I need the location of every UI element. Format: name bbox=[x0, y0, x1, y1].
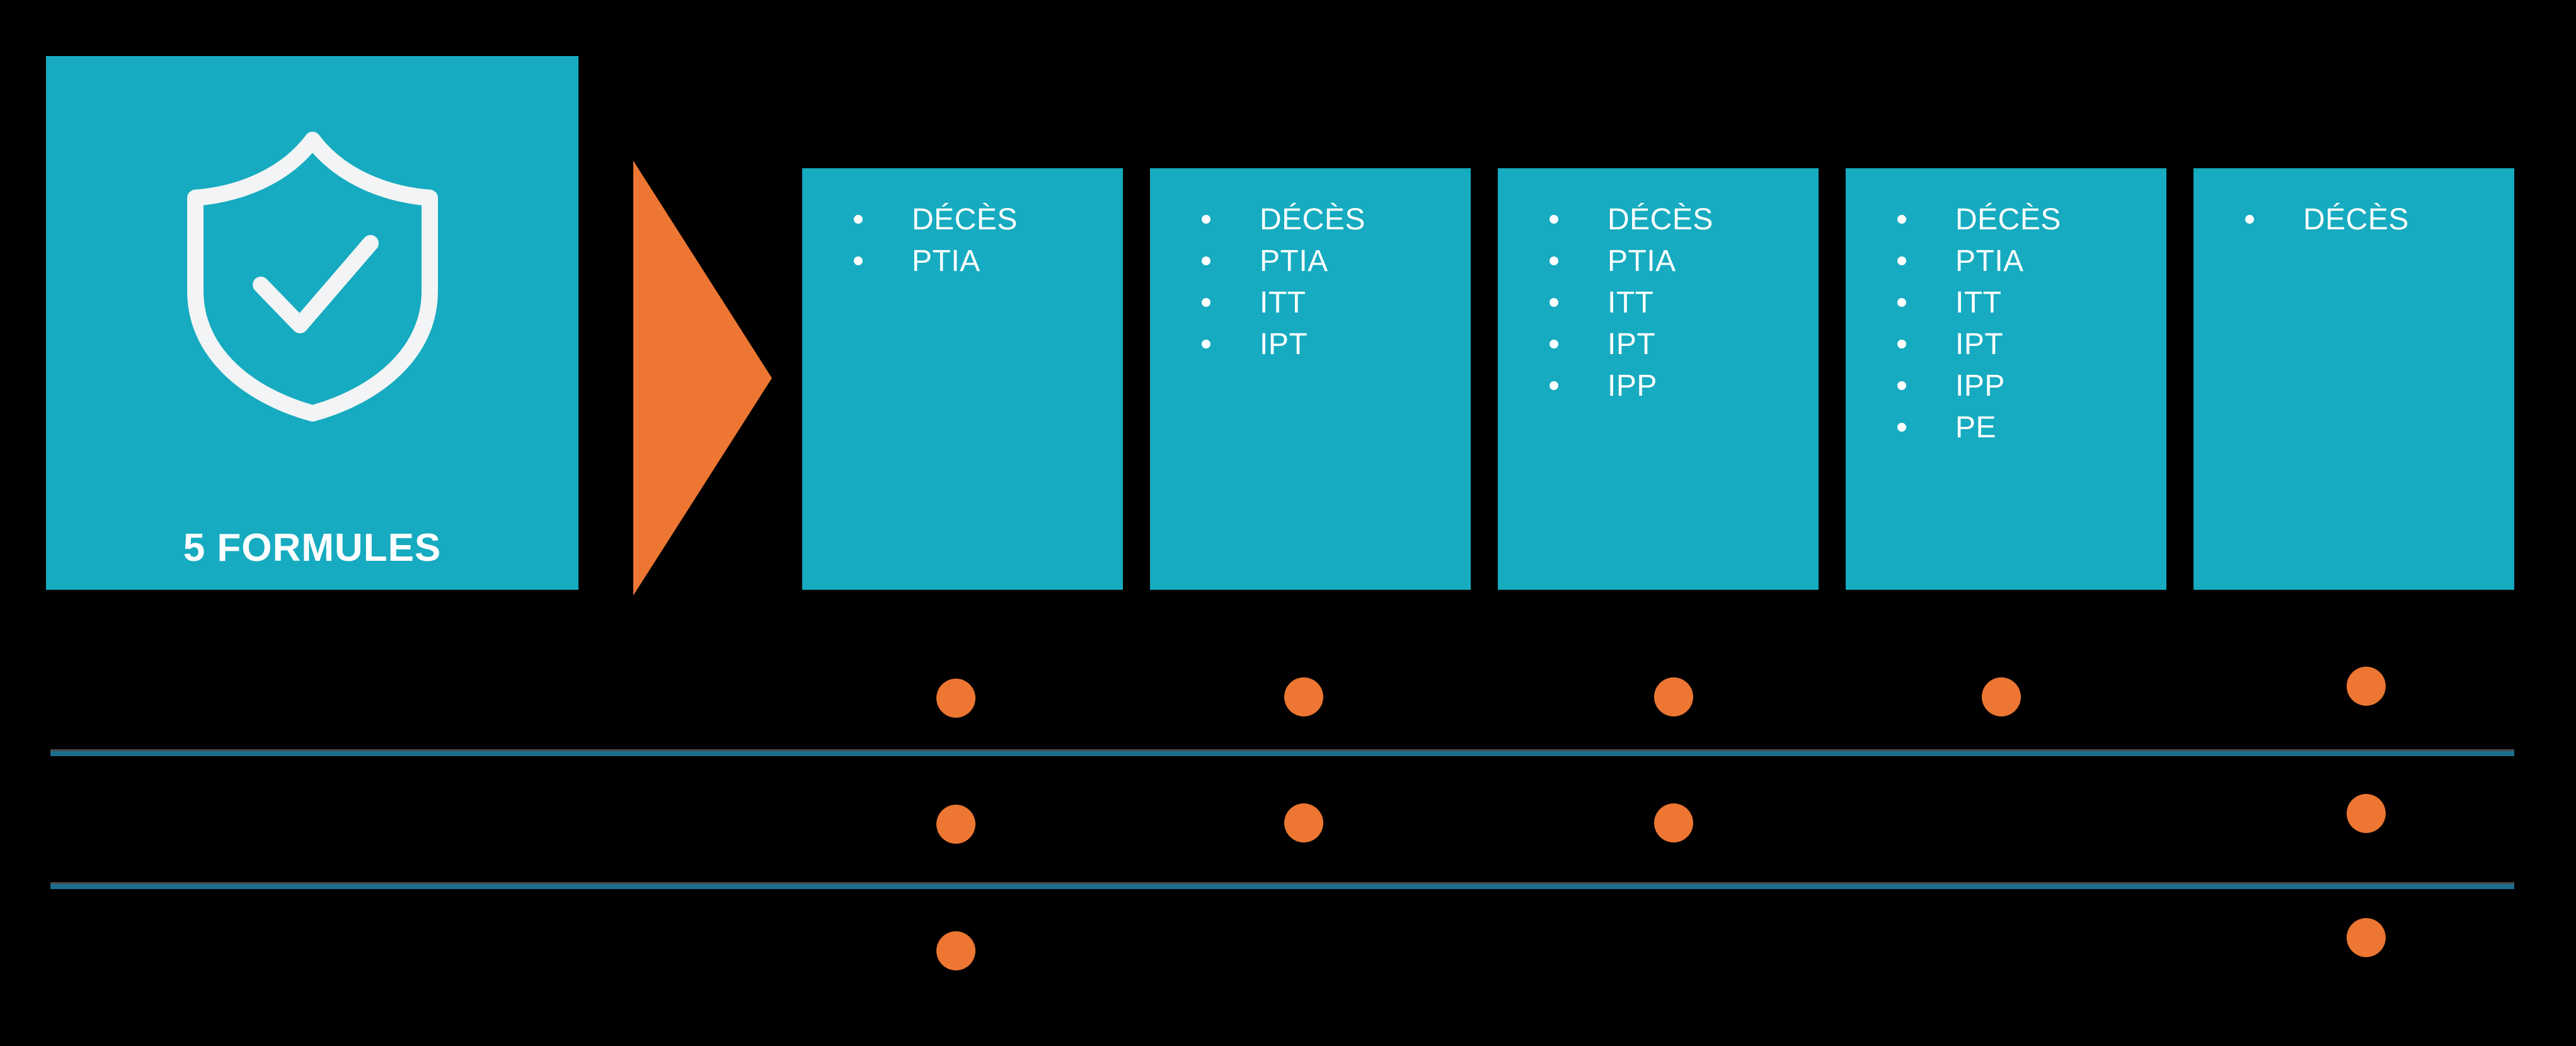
formula-item-label: ITT bbox=[1607, 286, 1654, 319]
list-item: IPT bbox=[1846, 330, 2166, 360]
formula-box-3[interactable]: DÉCÈS PTIA ITT IPT IPP bbox=[1498, 168, 1819, 590]
matrix-mark-r2c3 bbox=[1654, 803, 1693, 842]
formula-item-label: PTIA bbox=[1607, 244, 1676, 278]
bullet-icon bbox=[1897, 215, 1906, 224]
matrix-mark-r1c5 bbox=[2347, 667, 2386, 706]
list-item: PE bbox=[1846, 413, 2166, 443]
formula-item-label: DÉCÈS bbox=[1607, 203, 1713, 236]
bullet-icon bbox=[854, 256, 863, 265]
matrix-mark-r2c2 bbox=[1284, 803, 1323, 842]
matrix-mark-r1c1 bbox=[936, 679, 975, 718]
formula-item-label: IPT bbox=[1260, 328, 1308, 361]
formula-item-label: DÉCÈS bbox=[1955, 203, 2061, 236]
bullet-icon bbox=[1897, 340, 1906, 348]
formula-item-label: PTIA bbox=[1955, 244, 2024, 278]
bullet-icon bbox=[1550, 340, 1558, 348]
formula-box-2[interactable]: DÉCÈS PTIA ITT IPT bbox=[1150, 168, 1471, 590]
list-item: IPP bbox=[1498, 371, 1819, 401]
matrix-mark-r2c1 bbox=[936, 805, 975, 844]
list-item: PTIA bbox=[802, 246, 1123, 277]
bullet-icon bbox=[2245, 215, 2254, 224]
formula-item-label: PTIA bbox=[1260, 244, 1328, 278]
list-item: DÉCÈS bbox=[1498, 205, 1819, 235]
separator-rule-2 bbox=[50, 882, 2514, 889]
right-arrow-triangle-icon bbox=[633, 161, 772, 595]
matrix-mark-r1c4 bbox=[1982, 677, 2021, 716]
matrix-mark-r1c3 bbox=[1654, 677, 1693, 716]
bullet-icon bbox=[1202, 256, 1210, 265]
formula-list-3: DÉCÈS PTIA ITT IPT IPP bbox=[1498, 168, 1819, 401]
separator-rule-1 bbox=[50, 749, 2514, 756]
bullet-icon bbox=[1550, 298, 1558, 307]
list-item: DÉCÈS bbox=[2194, 205, 2514, 235]
list-item: DÉCÈS bbox=[1846, 205, 2166, 235]
list-item: PTIA bbox=[1846, 246, 2166, 277]
formula-list-5: DÉCÈS bbox=[2194, 168, 2514, 235]
formula-item-label: ITT bbox=[1260, 286, 1306, 319]
bullet-icon bbox=[1897, 256, 1906, 265]
formula-item-label: PTIA bbox=[912, 244, 980, 278]
list-item: IPT bbox=[1150, 330, 1471, 360]
hero-panel: 5 FORMULES bbox=[46, 56, 578, 590]
list-item: PTIA bbox=[1150, 246, 1471, 277]
formula-box-5[interactable]: DÉCÈS bbox=[2194, 168, 2514, 590]
bullet-icon bbox=[1550, 215, 1558, 224]
formula-item-label: DÉCÈS bbox=[1260, 203, 1366, 236]
formula-item-label: DÉCÈS bbox=[2303, 203, 2409, 236]
shield-check-icon bbox=[46, 106, 578, 447]
bullet-icon bbox=[1202, 298, 1210, 307]
bullet-icon bbox=[854, 215, 863, 224]
bullet-icon bbox=[1550, 256, 1558, 265]
list-item: ITT bbox=[1846, 288, 2166, 318]
formula-item-label: IPP bbox=[1955, 369, 2005, 403]
formula-item-label: ITT bbox=[1955, 286, 2002, 319]
bullet-icon bbox=[1202, 340, 1210, 348]
formula-list-4: DÉCÈS PTIA ITT IPT IPP PE bbox=[1846, 168, 2166, 443]
list-item: ITT bbox=[1150, 288, 1471, 318]
list-item: DÉCÈS bbox=[802, 205, 1123, 235]
formula-item-label: IPT bbox=[1955, 328, 2004, 361]
formula-box-1[interactable]: DÉCÈS PTIA bbox=[802, 168, 1123, 590]
hero-title: 5 FORMULES bbox=[183, 526, 442, 570]
matrix-mark-r2c5 bbox=[2347, 794, 2386, 833]
bullet-icon bbox=[1897, 381, 1906, 390]
formula-item-label: PE bbox=[1955, 411, 1997, 444]
matrix-mark-r1c2 bbox=[1284, 677, 1323, 716]
formula-item-label: IPP bbox=[1607, 369, 1657, 403]
bullet-icon bbox=[1897, 298, 1906, 307]
formula-item-label: IPT bbox=[1607, 328, 1656, 361]
bullet-icon bbox=[1202, 215, 1210, 224]
list-item: DÉCÈS bbox=[1150, 205, 1471, 235]
formula-box-4[interactable]: DÉCÈS PTIA ITT IPT IPP PE bbox=[1846, 168, 2166, 590]
formula-list-2: DÉCÈS PTIA ITT IPT bbox=[1150, 168, 1471, 360]
formula-item-label: DÉCÈS bbox=[912, 203, 1018, 236]
list-item: PTIA bbox=[1498, 246, 1819, 277]
list-item: ITT bbox=[1498, 288, 1819, 318]
matrix-mark-r3c5 bbox=[2347, 918, 2386, 957]
matrix-mark-r3c1 bbox=[936, 931, 975, 970]
list-item: IPP bbox=[1846, 371, 2166, 401]
bullet-icon bbox=[1550, 381, 1558, 390]
bullet-icon bbox=[1897, 423, 1906, 432]
formula-list-1: DÉCÈS PTIA bbox=[802, 168, 1123, 277]
list-item: IPT bbox=[1498, 330, 1819, 360]
